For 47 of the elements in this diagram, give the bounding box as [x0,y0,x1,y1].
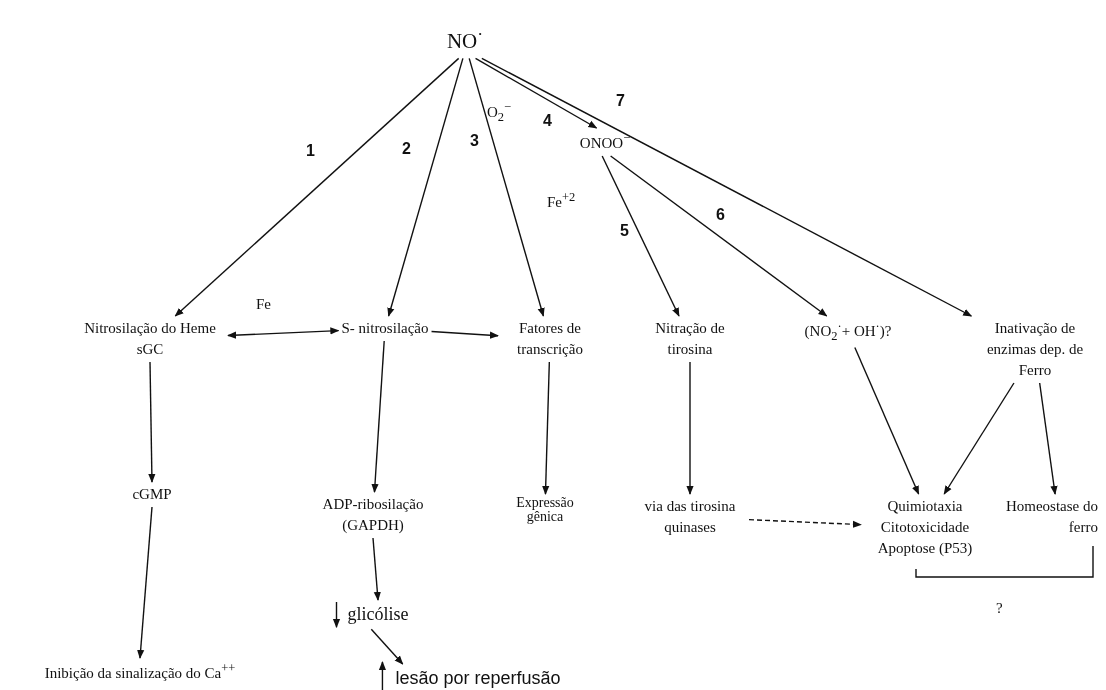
arrow [601,155,680,317]
node-label: Homeostase do ferro [1004,497,1098,537]
node-label: Fatores de transcrição [516,319,584,359]
arrow [370,628,404,665]
arrow [372,537,381,601]
arrow [174,57,460,317]
arrow [1038,382,1058,495]
node-label: cGMP [132,485,172,504]
node-label: Inibição da sinalização do Ca$^{++}$ [44,660,236,683]
node-label: Quimiotaxia Citotoxicidade Apoptose (P53) [876,497,974,558]
node-label: glicólise [347,603,409,626]
arrow [748,518,862,528]
edge-label: Fe [256,296,271,313]
step-number: 2 [402,140,411,158]
step-number: 4 [543,112,552,130]
node-label: ADP-ribosilação (GAPDH) [321,495,425,535]
step-number: 3 [470,132,479,150]
arrow [148,361,156,483]
node-label: Inativação de enzimas dep. de Ferro [985,319,1085,380]
arrow [430,330,499,339]
arrow [943,382,1015,495]
arrow [227,327,340,339]
arrow [686,361,694,495]
node-label: Nitração de tirosina [654,319,726,359]
arrow [371,340,385,493]
node-label: Expressão gênica [515,496,575,524]
arrow [137,506,153,659]
node-label: NO$^{·}$ [446,23,484,55]
arrow [854,346,920,495]
note-label: ? [996,600,1003,617]
step-number: 7 [616,92,625,110]
arrow [542,361,551,495]
arrow [387,57,464,317]
arrow [468,57,545,317]
arrow [609,155,828,317]
node-label: ONOO$^{−}$ [579,130,631,153]
step-number: 5 [620,222,629,240]
arrow [474,57,598,129]
node-label: via das tirosina quinases [643,497,737,537]
cofactor-label: Fe$^{+2}$ [547,190,576,211]
node-label: (NO$_{2}$$^{·}$+ OH$^{·}$)? [804,318,892,345]
step-number: 6 [716,206,725,224]
node-label: lesão por reperfusão [395,667,561,690]
arrow [481,57,973,317]
step-number: 1 [306,142,315,160]
node-label: Nitrosilação do Heme sGC [83,319,217,359]
node-label: S- nitrosilação [341,319,429,338]
